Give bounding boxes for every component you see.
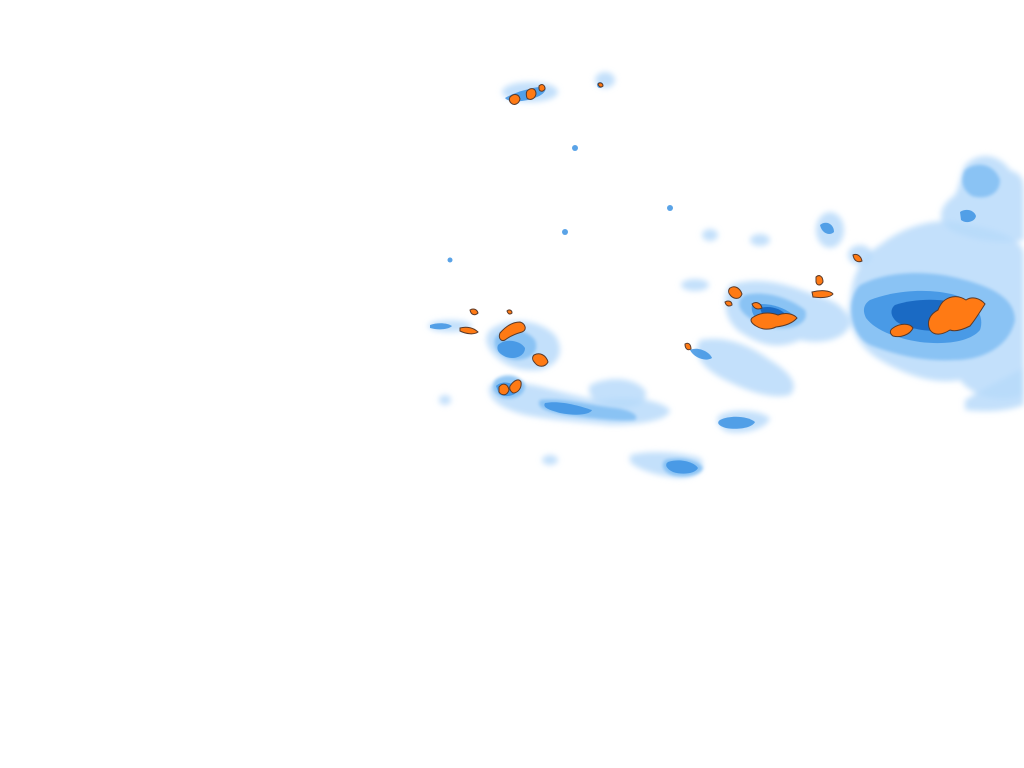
extreme-cell-west-1 (498, 321, 526, 341)
precip-heavy-southmost (666, 460, 698, 474)
extreme-cell-west-2 (532, 353, 549, 367)
extreme-cell-west-7 (506, 309, 513, 315)
precip-cell (439, 395, 451, 405)
extreme-cell-west-5 (498, 383, 510, 396)
precip-area-center-lower (696, 338, 794, 397)
extreme-cell-north-2 (525, 88, 537, 100)
precip-heavy-west (497, 340, 525, 358)
extreme-cell-center-5 (852, 253, 863, 263)
extreme-cell-center-6 (751, 302, 763, 310)
precip-heavy-small (718, 416, 755, 429)
extreme-cell-north-1 (508, 94, 521, 105)
extreme-cell-center-3 (811, 290, 834, 299)
precip-heavy-streak (430, 323, 452, 330)
extreme-cell-west-4 (469, 308, 479, 316)
precip-heavy-dot (572, 145, 578, 151)
precip-heavy-streak (690, 348, 712, 360)
precip-heavy-east-top (960, 209, 976, 223)
extreme-cell-north-4 (597, 82, 604, 88)
precip-heavy-south (544, 402, 592, 415)
precip-heavy-dot (447, 257, 453, 263)
extreme-cell-center-4 (815, 275, 824, 286)
extreme-cell-east-small (889, 323, 914, 338)
extreme-cell-center-1 (750, 312, 798, 330)
extreme-cell-north-3 (538, 84, 546, 92)
precip-area-east-bottom (965, 368, 1024, 412)
precip-area-south-patch (589, 378, 646, 409)
precip-cell (542, 455, 558, 465)
extreme-cell-center-7 (684, 342, 692, 351)
extreme-cell-east-main (927, 296, 986, 335)
precip-cell (750, 234, 770, 246)
precip-heavy-dot (667, 205, 673, 211)
extreme-cell-center-2 (728, 286, 743, 299)
extreme-cell-center-8 (724, 300, 733, 307)
precip-heavy-streak (820, 222, 834, 234)
precip-heavy-dot (562, 229, 568, 235)
extreme-cell-west-3 (459, 326, 479, 335)
precip-cell (848, 245, 872, 265)
precip-moderate-east-top (962, 164, 1000, 198)
precip-extreme-layer (459, 82, 986, 396)
extreme-cell-west-6 (509, 379, 522, 394)
precip-cell (681, 279, 709, 291)
precip-cell (702, 229, 718, 241)
